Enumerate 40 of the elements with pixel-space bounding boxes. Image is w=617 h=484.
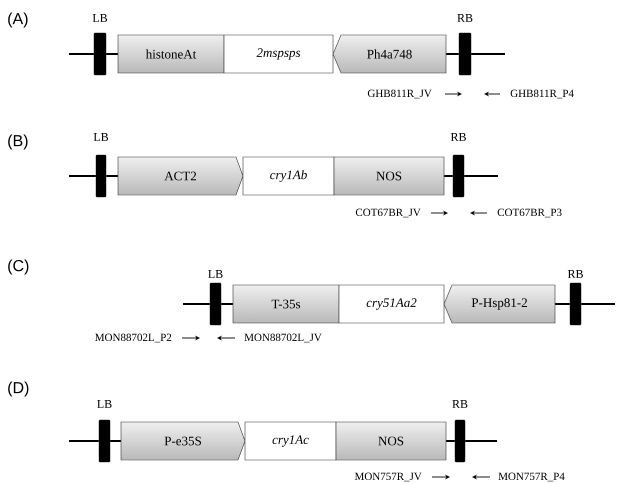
primer-label: MON88702L_JV xyxy=(244,334,322,342)
promoter-arrow-box: ACT2 xyxy=(118,156,244,196)
panel-letter: (C) xyxy=(8,260,28,274)
primer-label: MON757R_P4 xyxy=(498,472,565,482)
gene-box: cry51Aa2 xyxy=(338,284,444,324)
primer-label: MON88702L_P2 xyxy=(95,334,172,342)
dna-line xyxy=(221,303,233,305)
panel-letter: (D) xyxy=(8,382,28,396)
gene-box: cry1Ac xyxy=(244,422,336,460)
dna-line xyxy=(69,440,99,442)
dna-line xyxy=(69,175,96,177)
dna-line xyxy=(106,175,118,177)
promoter-arrow-box: P-e35S xyxy=(120,422,246,460)
gene-box: cry1Ab xyxy=(242,156,334,196)
dna-line xyxy=(465,440,497,442)
terminator-box: histoneAt xyxy=(118,34,224,74)
primer-label: COT67BR_JV xyxy=(356,208,421,218)
primer-label: COT67BR_P3 xyxy=(498,208,562,218)
dna-line xyxy=(110,440,121,442)
primer-label: MON757R_JV xyxy=(354,472,422,482)
panel-letter: (A) xyxy=(8,12,28,28)
dna-line xyxy=(446,53,459,55)
panel-letter: (B) xyxy=(8,134,28,150)
promoter-arrow-box: Ph4a748 xyxy=(332,34,446,74)
dna-line xyxy=(106,53,118,55)
dna-line xyxy=(555,303,570,305)
terminator-box: NOS xyxy=(334,156,444,196)
promoter-arrow-box: P-Hsp81-2 xyxy=(444,284,556,324)
dna-line xyxy=(471,53,505,55)
dna-line xyxy=(183,303,210,305)
dna-line xyxy=(446,440,455,442)
terminator-box: NOS xyxy=(336,422,446,460)
dna-line xyxy=(464,175,498,177)
terminator-box: T-35s xyxy=(232,284,340,324)
dna-line xyxy=(581,303,615,305)
dna-line xyxy=(69,53,94,55)
gene-box: 2mspsps xyxy=(224,34,334,74)
primer-label: GHB811R_JV xyxy=(368,90,432,98)
dna-line xyxy=(444,175,453,177)
primer-label: GHB811R_P4 xyxy=(510,90,574,98)
